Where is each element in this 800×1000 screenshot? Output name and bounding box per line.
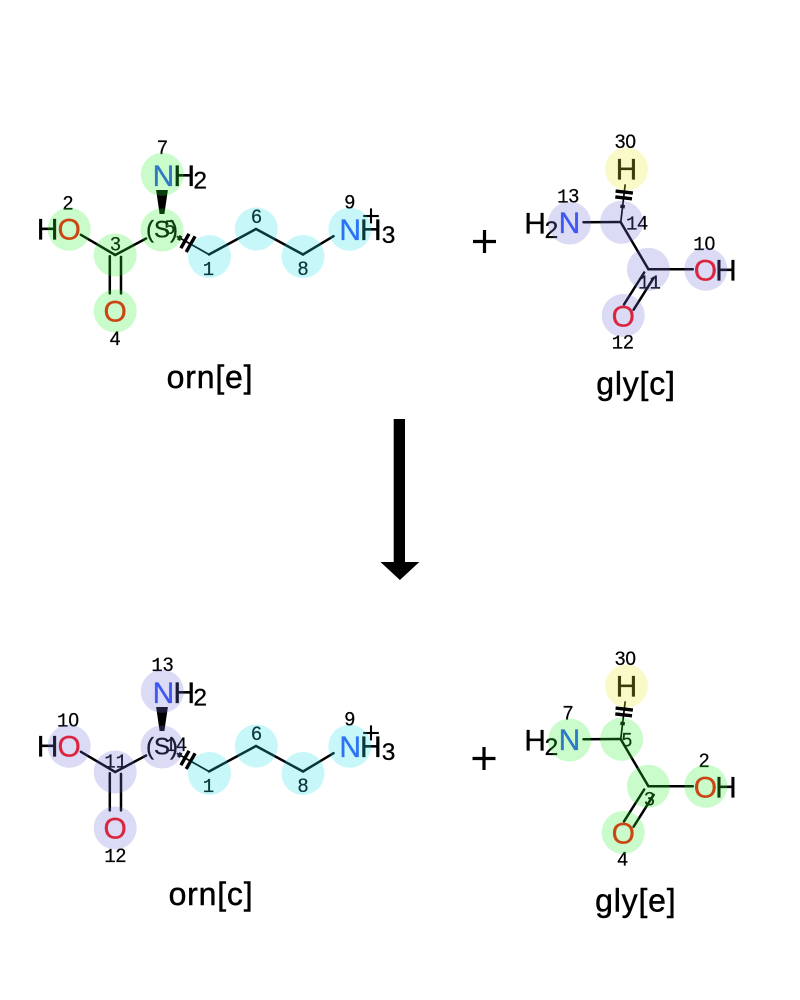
svg-text:10: 10 [57, 711, 79, 733]
svg-text:N: N [339, 731, 361, 764]
svg-text:(S): (S) [146, 216, 178, 243]
svg-text:5: 5 [165, 218, 176, 239]
svg-text:N: N [339, 214, 361, 247]
svg-text:3: 3 [110, 234, 121, 255]
svg-text:8: 8 [298, 776, 309, 797]
svg-text:gly[c]: gly[c] [596, 366, 676, 402]
svg-text:6: 6 [251, 724, 262, 745]
svg-text:H: H [360, 731, 382, 764]
svg-text:4: 4 [617, 850, 628, 871]
svg-text:30: 30 [615, 132, 636, 153]
svg-text:H: H [173, 677, 195, 710]
svg-text:O: O [694, 254, 717, 287]
svg-text:O: O [58, 214, 81, 247]
svg-text:1: 1 [203, 259, 214, 281]
svg-text:1: 1 [203, 776, 214, 798]
svg-text:9: 9 [345, 709, 356, 730]
svg-text:N: N [559, 207, 581, 240]
svg-text:O: O [104, 295, 127, 328]
svg-text:H: H [616, 154, 638, 187]
svg-text:8: 8 [298, 259, 309, 280]
svg-text:H: H [715, 254, 737, 287]
svg-text:orn[c]: orn[c] [169, 876, 254, 912]
svg-text:gly[e]: gly[e] [595, 883, 676, 919]
svg-text:12: 12 [612, 333, 634, 355]
svg-text:7: 7 [157, 138, 168, 159]
svg-text:H: H [37, 214, 59, 247]
svg-text:H: H [715, 771, 737, 804]
svg-text:30: 30 [615, 649, 636, 670]
svg-text:H: H [524, 725, 546, 758]
svg-text:9: 9 [345, 192, 356, 213]
svg-text:H: H [524, 208, 546, 241]
svg-text:H: H [616, 671, 638, 704]
svg-text:3: 3 [644, 790, 655, 811]
svg-text:11: 11 [638, 273, 661, 295]
svg-text:O: O [104, 812, 127, 845]
svg-text:O: O [694, 771, 717, 804]
svg-text:N: N [559, 724, 581, 757]
svg-text:2: 2 [545, 217, 559, 244]
svg-text:10: 10 [693, 234, 715, 256]
svg-text:12: 12 [104, 846, 126, 868]
svg-text:14: 14 [165, 735, 187, 757]
svg-text:2: 2 [63, 194, 74, 215]
svg-text:2: 2 [193, 684, 207, 711]
svg-text:O: O [612, 300, 635, 333]
svg-text:O: O [612, 817, 635, 850]
svg-text:13: 13 [557, 186, 579, 208]
svg-text:H: H [173, 160, 195, 193]
svg-text:2: 2 [699, 751, 710, 772]
svg-text:3: 3 [382, 222, 396, 249]
svg-text:14: 14 [626, 214, 648, 236]
svg-text:7: 7 [563, 703, 574, 724]
svg-text:N: N [153, 160, 175, 193]
svg-text:4: 4 [110, 329, 121, 350]
svg-text:5: 5 [622, 731, 633, 752]
svg-text:11: 11 [104, 751, 127, 773]
svg-text:(S): (S) [146, 733, 178, 760]
svg-text:2: 2 [545, 734, 559, 761]
svg-text:3: 3 [382, 739, 396, 766]
svg-text:2: 2 [193, 167, 207, 194]
svg-text:13: 13 [151, 655, 173, 677]
svg-text:H: H [360, 214, 382, 247]
svg-text:N: N [153, 677, 175, 710]
svg-text:O: O [58, 731, 81, 764]
svg-text:H: H [37, 731, 59, 764]
svg-text:6: 6 [251, 207, 262, 228]
svg-text:orn[e]: orn[e] [167, 359, 254, 395]
